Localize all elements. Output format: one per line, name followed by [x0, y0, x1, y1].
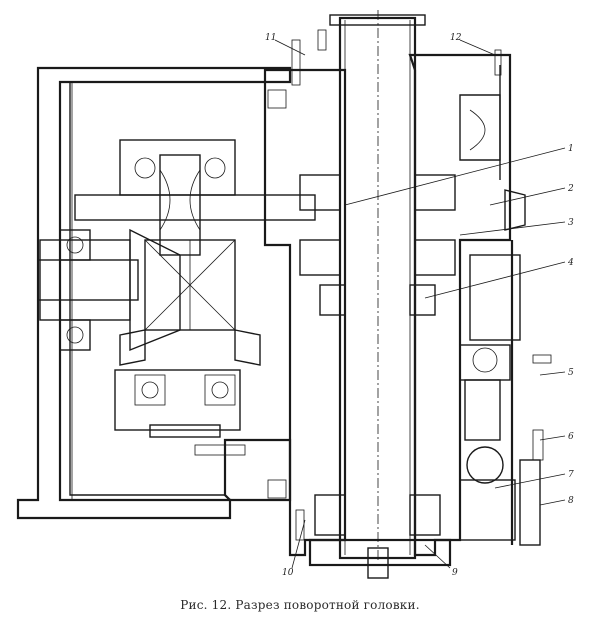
callout-4: 4 — [567, 258, 574, 268]
callout-6: 6 — [568, 432, 574, 442]
leader-lines — [274, 39, 566, 569]
callout-9: 9 — [452, 568, 458, 578]
cross-section-drawing: 1 2 3 4 5 6 7 8 9 10 11 12 — [16, 10, 574, 579]
callout-1: 1 — [568, 144, 574, 154]
lower-bearing-block — [114, 369, 246, 456]
callout-2: 2 — [567, 184, 574, 194]
right-mechanism — [459, 65, 541, 546]
callout-5: 5 — [568, 368, 574, 378]
callout-12: 12 — [450, 33, 462, 43]
callout-labels: 1 2 3 4 5 6 7 8 9 10 11 12 — [265, 33, 574, 578]
callout-10: 10 — [282, 568, 294, 578]
left-housing — [16, 66, 292, 520]
callout-7: 7 — [568, 470, 574, 480]
upper-gear — [74, 139, 316, 256]
callout-8: 8 — [568, 496, 574, 506]
figure-caption: Рис. 12. Разрез поворотной головки. — [180, 598, 420, 612]
callout-3: 3 — [568, 218, 574, 228]
vertical-spindle — [299, 10, 456, 579]
callout-11: 11 — [265, 33, 276, 43]
